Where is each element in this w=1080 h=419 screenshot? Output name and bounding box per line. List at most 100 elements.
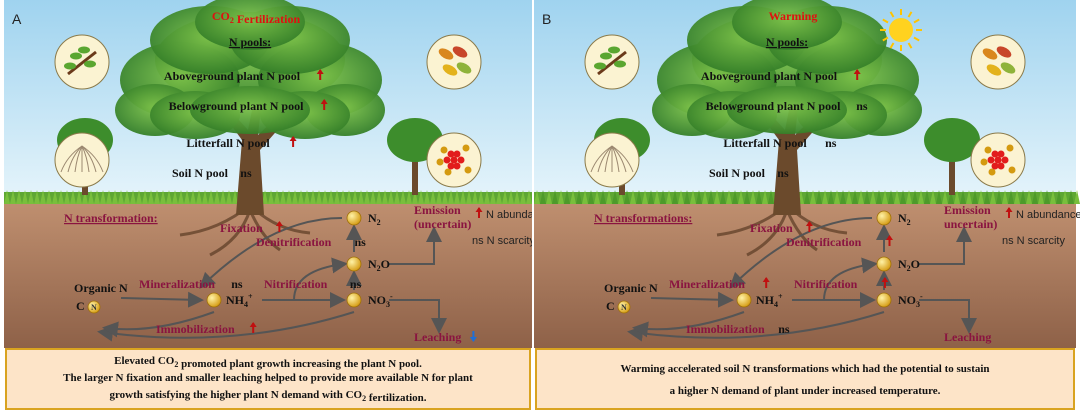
- grass-blade: [322, 190, 328, 204]
- grass-blade: [534, 190, 540, 204]
- panel-a-pool-1: Aboveground plant N pool: [164, 69, 301, 83]
- grass-blade: [88, 190, 94, 204]
- grass-blade: [334, 190, 340, 204]
- grass-blade: [1014, 190, 1020, 204]
- grass-blade: [942, 190, 948, 204]
- grass-blade: [478, 190, 484, 204]
- immobilization-arrow: [97, 311, 355, 342]
- microbe-cluster-dot: [1001, 156, 1009, 164]
- grass-blade: [1038, 190, 1044, 204]
- root-strand: [67, 145, 83, 173]
- microbe-cluster-dot: [447, 150, 455, 158]
- grass-blade: [40, 190, 46, 204]
- panel-a-nh4-bead: [206, 292, 222, 308]
- grass-blade: [226, 190, 232, 204]
- grass-blade: [558, 190, 564, 204]
- grass-blade: [882, 190, 888, 204]
- grass-blade: [576, 190, 582, 204]
- panel-a-denitrification-label: Denitrification: [256, 235, 332, 249]
- grass-blade: [292, 190, 298, 204]
- root-strand: [81, 145, 97, 173]
- sun-ray: [913, 36, 920, 42]
- root-system-icon: [54, 132, 110, 188]
- litter-leaf: [1000, 62, 1016, 74]
- grass-blade: [136, 190, 142, 204]
- panel-b-pool-3: Litterfall N pool: [723, 136, 807, 150]
- panel-a-pool-3: Litterfall N pool: [186, 136, 270, 150]
- grass-blade: [130, 190, 136, 204]
- legend-scarcity-label: ns N scarcity: [1002, 235, 1065, 247]
- panel-b-transformation-header: N transformations:: [594, 211, 692, 225]
- grass-blade: [570, 190, 576, 204]
- grass-blade: [460, 190, 466, 204]
- grass-blade: [418, 190, 424, 204]
- grass-blade: [496, 190, 502, 204]
- increase-arrow-head: [320, 99, 328, 104]
- microbe-dot: [988, 168, 996, 176]
- root-system-icon: [584, 132, 640, 188]
- root-strand: [611, 145, 620, 173]
- panel-a-pool-4: Soil N pool: [172, 166, 229, 180]
- n-in-bead-label: N: [621, 303, 627, 312]
- grass-blade: [352, 190, 358, 204]
- panel-a-nh4-label: NH4+: [226, 292, 253, 309]
- grass-blade: [472, 190, 478, 204]
- increase-arrow-head: [289, 136, 297, 141]
- fixation-arrow: [199, 217, 343, 289]
- branch: [597, 50, 627, 76]
- microbe-cluster-dot: [991, 162, 999, 170]
- grass-blade: [178, 190, 184, 204]
- sun-ray: [889, 11, 895, 18]
- panel-a-nitrification-label: Nitrification: [264, 277, 328, 291]
- grass-blade: [684, 190, 690, 204]
- grass-blade: [936, 190, 942, 204]
- grass-blade: [1044, 190, 1050, 204]
- panel-a-immobilization-label: Immobilization: [156, 322, 235, 336]
- root-strand: [590, 145, 613, 173]
- microbe-cluster-dot: [453, 150, 461, 158]
- microbe-cluster-dot: [997, 162, 1005, 170]
- summary-background: [535, 348, 1075, 410]
- grass-blade: [1068, 190, 1074, 204]
- n-bead: [617, 300, 631, 314]
- grass-blade: [834, 190, 840, 204]
- sun-ray: [907, 11, 913, 18]
- panel-a-fixation-label: Fixation: [220, 221, 263, 235]
- grass-blade: [454, 190, 460, 204]
- panel-a-nitrification-ns-label: ns: [350, 277, 362, 291]
- increase-arrow-head: [249, 322, 257, 327]
- microbe-cluster-dot: [991, 150, 999, 158]
- microbe-dot: [444, 168, 452, 176]
- grass-blade: [666, 190, 672, 204]
- grass-blade: [612, 190, 618, 204]
- microbe-dot: [980, 158, 988, 166]
- grass-blade: [738, 190, 744, 204]
- grass-blade: [34, 190, 40, 204]
- grass-blade: [678, 190, 684, 204]
- grass-blade: [190, 190, 196, 204]
- panel-b-summary-box: Warming accelerated soil N transformatio…: [535, 348, 1075, 410]
- panel-b-n2o-label: N2O: [898, 257, 920, 273]
- panel-a-immobilization-increase-arrow-icon: [249, 322, 257, 333]
- leaf: [600, 52, 612, 60]
- branch: [67, 50, 97, 76]
- legend-scarcity-label: ns N scarcity: [472, 235, 535, 247]
- panel-a-denitrification-ns-label: ns: [355, 235, 367, 249]
- sun-disc: [889, 18, 913, 42]
- root-strand: [604, 145, 613, 173]
- root-strand: [597, 145, 613, 173]
- sun-ray: [882, 18, 889, 24]
- grass-blade: [490, 190, 496, 204]
- increase-arrow-head: [762, 277, 770, 282]
- grass-blade: [328, 190, 334, 204]
- grass-blade: [696, 190, 702, 204]
- panel-a-summary-line-2: The larger N fixation and smaller leachi…: [63, 372, 473, 384]
- grass-blade: [520, 190, 526, 204]
- panel-b-no3-bead: [876, 292, 892, 308]
- panel-b-n2-label: N2: [898, 211, 911, 227]
- grass-base: [4, 192, 532, 204]
- panel-b-pool-2: Belowground plant N pool: [706, 99, 841, 113]
- tree-illustration: [57, 0, 443, 257]
- grass-blade: [720, 190, 726, 204]
